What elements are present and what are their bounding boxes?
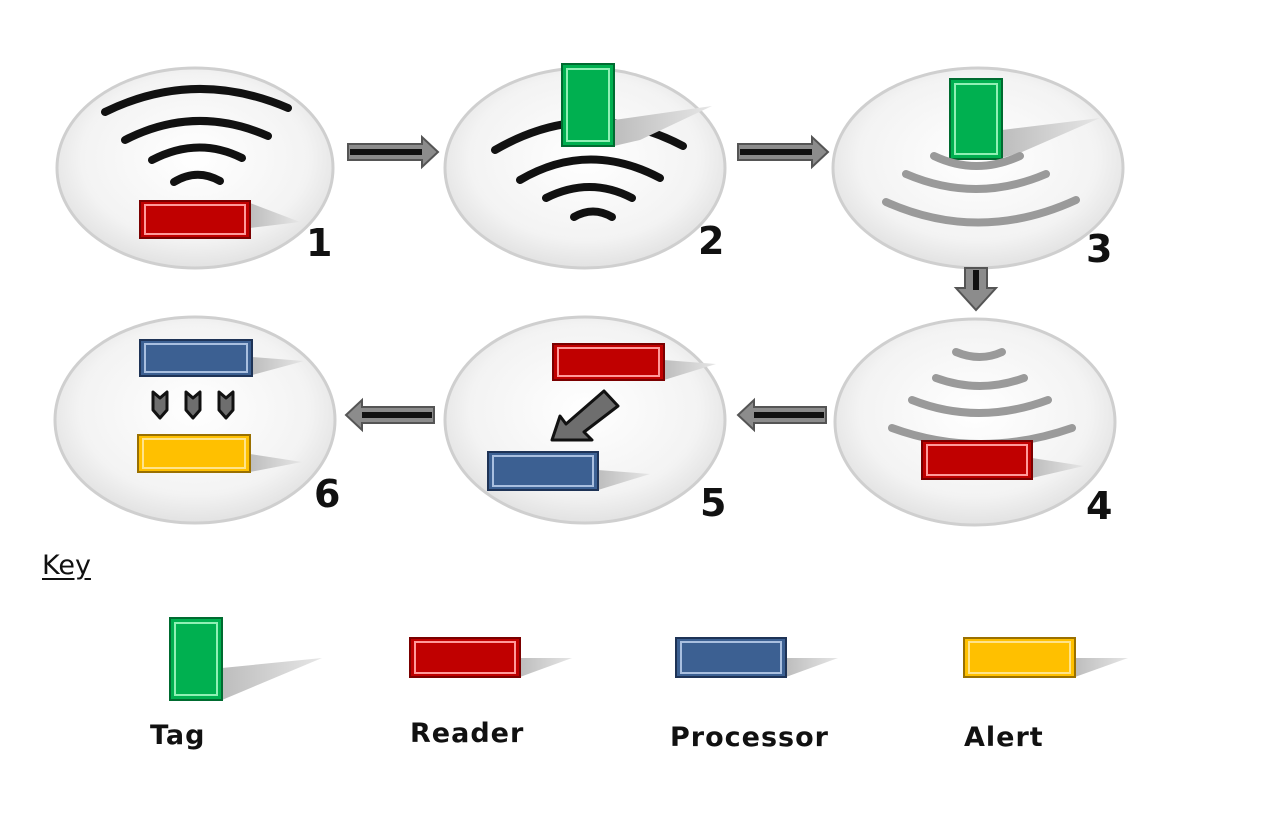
step-5-reader <box>552 343 716 381</box>
key-label-alert: Alert <box>964 722 1044 753</box>
step-4-number: 4 <box>1086 484 1113 528</box>
key-label-tag: Tag <box>150 720 206 751</box>
key-label-reader: Reader <box>410 718 525 749</box>
step-3-tag <box>949 78 1100 160</box>
key-alert-icon <box>963 637 1128 678</box>
step-5-data-arrow <box>550 389 620 442</box>
key-title: Key <box>42 550 91 581</box>
key-processor-icon <box>675 637 838 678</box>
key-reader-icon <box>409 637 572 678</box>
step-3-response-waves <box>882 152 1080 227</box>
key-label-processor: Processor <box>670 722 829 753</box>
step-4-circle <box>833 317 1117 527</box>
arrow-step-2-to-3 <box>737 134 830 170</box>
step-6-alert <box>137 434 302 473</box>
step-1-signal-waves <box>101 85 292 186</box>
step-3-number: 3 <box>1086 227 1113 271</box>
step-2-number: 2 <box>698 219 725 263</box>
arrow-step-3-to-4 <box>953 267 999 312</box>
step-6-number: 6 <box>314 472 341 516</box>
step-1-reader <box>139 200 300 239</box>
step-2-tag <box>561 63 712 147</box>
arrow-step-5-to-6 <box>344 397 435 433</box>
step-5-number: 5 <box>700 481 727 525</box>
step-1-number: 1 <box>306 221 333 265</box>
step-5-processor <box>487 451 650 491</box>
step-4-reader <box>921 440 1084 480</box>
step-6-processor <box>139 339 304 377</box>
key-tag-icon <box>169 617 322 701</box>
arrow-step-1-to-2 <box>347 134 440 170</box>
step-6-down-chevrons <box>151 390 235 420</box>
arrow-step-4-to-5 <box>736 397 827 433</box>
